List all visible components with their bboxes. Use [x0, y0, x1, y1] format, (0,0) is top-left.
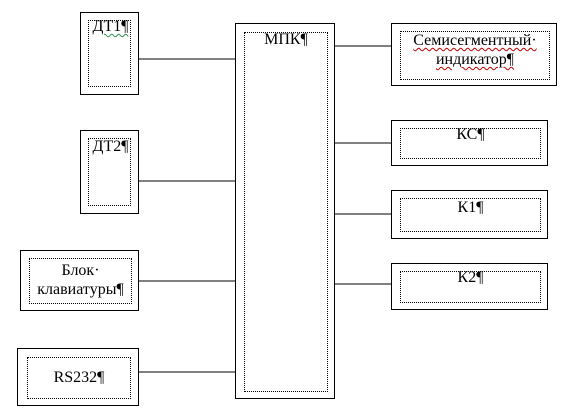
block-k2: К2¶ [391, 263, 548, 310]
block-rs232: RS232¶ [17, 348, 139, 406]
block-mpk-label: МПК¶ [264, 31, 308, 48]
block-ks-label: КС¶ [456, 126, 485, 143]
block-keyboard-label-2: клавиатуры¶ [37, 281, 124, 298]
block-k1-label: К1¶ [457, 199, 484, 216]
block-ks-inner [400, 128, 541, 159]
block-dt1-label: ДТ1¶ [81, 17, 140, 36]
block-rs232-label: RS232¶ [53, 369, 105, 386]
block-dt2-text: ДТ2¶ [92, 138, 129, 155]
block-rs232-inner [27, 357, 131, 399]
block-keyboard-inner [29, 258, 132, 304]
block-mpk-inner [244, 32, 328, 392]
block-dt2: ДТ2¶ [80, 130, 139, 214]
block-indicator-label-2: индикатор¶ [392, 50, 558, 69]
block-keyboard: Блок· клавиатуры¶ [20, 250, 139, 311]
block-indicator-inner [400, 31, 550, 80]
block-indicator-text-1: Семисегментный· [413, 32, 537, 49]
block-k1: К1¶ [391, 190, 548, 239]
block-k2-inner [400, 271, 541, 303]
block-dt2-label: ДТ2¶ [81, 137, 140, 156]
block-ks: КС¶ [391, 120, 548, 166]
block-k1-inner [400, 198, 541, 232]
block-dt1-text: ДТ1¶ [92, 18, 129, 35]
block-keyboard-label-1: Блок· [61, 262, 100, 279]
block-indicator-label-1: Семисегментный· [392, 31, 558, 50]
block-indicator-text-2: индикатор¶ [435, 51, 515, 68]
block-dt1: ДТ1¶ [80, 12, 139, 95]
block-mpk: МПК¶ [235, 23, 335, 399]
block-dt2-inner [88, 138, 131, 206]
block-dt1-inner [88, 20, 131, 87]
block-k2-label: К2¶ [457, 269, 484, 286]
block-indicator: Семисегментный· индикатор¶ [391, 23, 557, 86]
